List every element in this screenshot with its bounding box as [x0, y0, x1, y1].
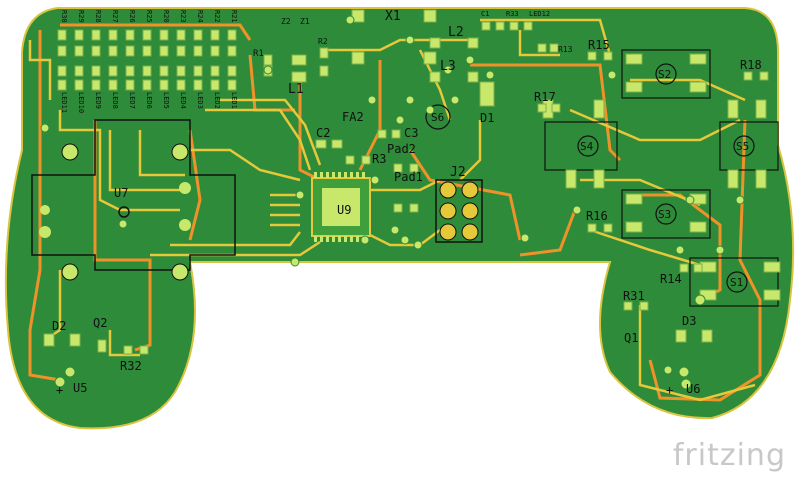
label-s6: S6 [431, 111, 444, 124]
resistor-label: R24 [196, 10, 204, 23]
label-u9: U9 [337, 203, 351, 217]
resistor-label: R28 [94, 10, 102, 23]
u9-chip [311, 172, 371, 242]
u7-module [31, 119, 236, 281]
led-label: LED1 [230, 92, 238, 109]
label-r33: R33 [506, 10, 519, 18]
label-plus-left: + [56, 383, 63, 397]
label-r3: R3 [372, 152, 386, 166]
label-j2: J2 [450, 165, 466, 180]
label-z1: Z1 [300, 17, 310, 26]
label-s1: S1 [730, 276, 743, 289]
resistor-row [57, 29, 237, 91]
label-q1: Q1 [624, 331, 638, 345]
label-r14: R14 [660, 272, 682, 286]
label-c2: C2 [316, 126, 330, 140]
led-label: LED8 [111, 92, 119, 109]
label-d1: D1 [480, 111, 494, 125]
label-c3: C3 [404, 126, 418, 140]
resistor-label: R27 [111, 10, 119, 23]
resistor-label: R26 [128, 10, 136, 23]
label-pad2: Pad2 [387, 142, 416, 156]
label-l2: L2 [448, 25, 464, 40]
led-label: LED11 [60, 92, 68, 113]
label-d3: D3 [682, 314, 696, 328]
resistor-label: R25 [145, 10, 153, 23]
label-plus-right: + [666, 383, 673, 397]
resistor-labels: R30 R29 R28 R27 R26 R25 R20 R23 R24 R22 R21 [60, 10, 238, 23]
label-u5: U5 [73, 381, 87, 395]
label-l3: L3 [440, 59, 456, 74]
label-u6: U6 [686, 382, 700, 396]
resistor-label: R20 [162, 10, 170, 23]
label-r31: R31 [623, 289, 645, 303]
resistor-label: R30 [60, 10, 68, 23]
label-r15: R15 [588, 38, 610, 52]
j2-header [435, 179, 483, 243]
led-label: LED4 [179, 92, 187, 109]
switches [425, 49, 779, 307]
smd-parts [43, 9, 769, 355]
label-s2: S2 [658, 68, 671, 81]
led-label: LED2 [213, 92, 221, 109]
label-r18: R18 [740, 58, 762, 72]
label-q2: Q2 [93, 316, 107, 330]
led-label: LED9 [94, 92, 102, 109]
label-u7: U7 [114, 186, 128, 200]
label-r16: R16 [586, 209, 608, 223]
led-label: LED3 [196, 92, 204, 109]
resistor-label: R23 [179, 10, 187, 23]
label-r32: R32 [120, 359, 142, 373]
label-c1: C1 [481, 10, 489, 18]
led-label: LED10 [77, 92, 85, 113]
label-x1: X1 [385, 9, 401, 24]
label-r17: R17 [534, 90, 556, 104]
resistor-label: R22 [213, 10, 221, 23]
label-r1: R1 [253, 49, 264, 59]
label-r2: R2 [318, 37, 328, 46]
label-led12: LED12 [529, 10, 550, 18]
led-label: LED6 [145, 92, 153, 109]
fritzing-logo: fritzing [672, 438, 786, 473]
resistor-label: R29 [77, 10, 85, 23]
label-s4: S4 [580, 140, 594, 153]
silk-labels: X1 L2 L3 L1 D1 R1 Z2 Z1 R2 FA2 C2 C3 R3 … [52, 9, 762, 397]
label-r13: R13 [558, 45, 573, 54]
label-s3: S3 [658, 208, 671, 221]
switch-pads [542, 53, 781, 301]
label-s5: S5 [736, 140, 749, 153]
vias [40, 15, 745, 390]
resistor-label: R21 [230, 10, 238, 23]
label-d2: D2 [52, 319, 66, 333]
label-fa2: FA2 [342, 110, 364, 124]
led-labels: LED11 LED10 LED9 LED8 LED7 LED6 LED5 LED4 LED3 LE… [60, 92, 238, 113]
label-l1: L1 [288, 82, 304, 97]
label-pad1: Pad1 [394, 170, 423, 184]
led-label: LED5 [162, 92, 170, 109]
label-z2: Z2 [281, 17, 291, 26]
led-label: LED7 [128, 92, 136, 109]
